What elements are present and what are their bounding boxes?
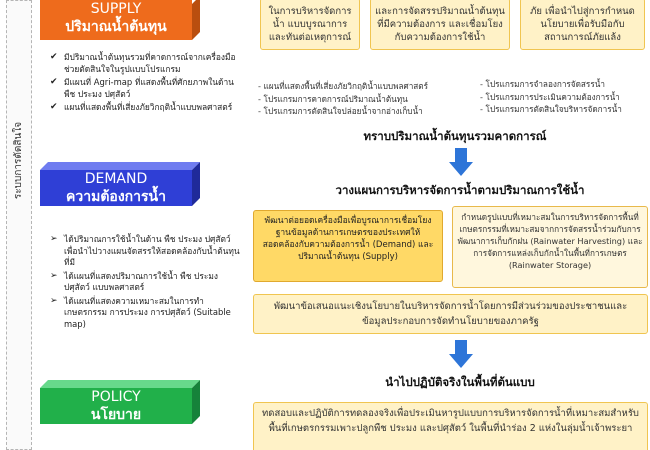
demand-box: DEMAND ความต้องการน้ำ bbox=[40, 162, 200, 206]
list-item: - โปรแกรมการตัดสินใจบริหารจัดการน้ำ bbox=[480, 104, 622, 114]
list-item: ➢ได้แผนที่แสดงความเหมาะสมในการทำเกษตรกรร… bbox=[50, 295, 231, 329]
list-item: ✔แผนที่แสดงพื้นที่เสี่ยงภัยวิกฤติน้ำแบบพ… bbox=[50, 102, 233, 112]
tools-list-right: - โปรแกรมการจำลองการจัดสรรน้ำ - โปรแกรมก… bbox=[480, 78, 645, 116]
list-item: ➢ได้ปริมาณการใช้น้ำในด้าน พืช ประมง ปศุส… bbox=[50, 234, 240, 267]
list-item: - โปรแกรมการคาดการณ์ปริมาณน้ำต้นทุน bbox=[258, 93, 408, 104]
policy-title-th: นโยบาย bbox=[90, 407, 142, 423]
down-arrow-icon bbox=[449, 340, 473, 368]
supply-side bbox=[192, 0, 200, 40]
side-label: ระบบการตัดสินใจ bbox=[13, 121, 25, 199]
check-icon: ✔ bbox=[50, 77, 58, 87]
mid-box-right: กำหนดรูปแบบที่เหมาะสมในการบริหารจัดการพื… bbox=[452, 206, 648, 288]
supply-title-th: ปริมาณน้ำต้นทุน bbox=[65, 19, 167, 35]
heading-supply-forecast: ทราบปริมาณน้ำต้นทุนรวมคาดการณ์ bbox=[363, 129, 547, 143]
side-column bbox=[6, 0, 32, 450]
tools-list-left: - แผนที่แสดงพื้นที่เสี่ยงภัยวิกฤติน้ำแบบ… bbox=[258, 80, 468, 118]
check-icon: ✔ bbox=[50, 102, 58, 112]
demand-side bbox=[192, 162, 200, 206]
check-icon: ✔ bbox=[50, 52, 58, 62]
down-arrow-icon bbox=[449, 148, 473, 176]
policy-title-en: POLICY bbox=[91, 389, 141, 405]
supply-box: SUPPLY ปริมาณน้ำต้นทุน bbox=[40, 0, 200, 44]
demand-title-en: DEMAND bbox=[84, 171, 148, 187]
arrow-bullet-icon: ➢ bbox=[50, 270, 58, 281]
heading-pilot-implementation: นำไปปฏิบัติจริงในพื้นที่ต้นแบบ bbox=[385, 375, 535, 389]
policy-recommendation-box: พัฒนาข้อเสนอแนะเชิงนโยบายในบริหารจัดการน… bbox=[253, 294, 648, 334]
policy-box: POLICY นโยบาย bbox=[40, 380, 200, 424]
heading-water-planning: วางแผนการบริหารจัดการน้ำตามปริมาณการใช้น… bbox=[335, 183, 585, 197]
list-item: ✔มีแผนที่ Agri-map ที่แสดงพื้นที่ศักยภาพ… bbox=[50, 77, 234, 99]
list-item: - โปรแกรมการตัดสินใจปล่อยน้ำจากอ่างเก็บน… bbox=[258, 106, 423, 116]
top-box-2: และการจัดสรรปริมาณน้ำต้นทุนที่มีความต้อง… bbox=[370, 0, 510, 50]
policy-top bbox=[40, 380, 200, 388]
list-item: ✔มีปริมาณน้ำต้นทุนรวมที่คาดการณ์จากเครื่… bbox=[50, 52, 236, 74]
supply-bullets: ✔มีปริมาณน้ำต้นทุนรวมที่คาดการณ์จากเครื่… bbox=[50, 52, 236, 116]
policy-face: POLICY นโยบาย bbox=[40, 388, 192, 424]
list-item: - แผนที่แสดงพื้นที่เสี่ยงภัยวิกฤติน้ำแบบ… bbox=[258, 81, 429, 91]
top-box-3: ภัย เพื่อนำไปสู่การกำหนดนโยบายเพื่อรับมื… bbox=[520, 0, 645, 50]
demand-face: DEMAND ความต้องการน้ำ bbox=[40, 170, 192, 206]
list-item: ➢ได้แผนที่แสดงปริมาณการใช้น้ำ พืช ประมง … bbox=[50, 270, 218, 293]
mid-box-left: พัฒนาต่อยอดเครื่องมือเพื่อบูรณาการเชื่อม… bbox=[253, 210, 443, 282]
arrow-bullet-icon: ➢ bbox=[50, 234, 58, 244]
demand-bullets: ➢ได้ปริมาณการใช้น้ำในด้าน พืช ประมง ปศุส… bbox=[50, 234, 240, 332]
list-item: - โปรแกรมการจำลองการจัดสรรน้ำ bbox=[480, 79, 605, 89]
top-box-1: ในการบริหารจัดการน้ำ แบบบูรณาการและทันต่… bbox=[260, 0, 360, 50]
demand-title-th: ความต้องการน้ำ bbox=[66, 189, 166, 205]
list-item: - โปรแกรมการประเมินความต้องการน้ำ bbox=[480, 91, 620, 102]
supply-title-en: SUPPLY bbox=[90, 1, 142, 17]
pilot-test-box: ทดสอบและปฏิบัติการทดลองจริงเพื่อประเมินห… bbox=[253, 402, 648, 450]
supply-face: SUPPLY ปริมาณน้ำต้นทุน bbox=[40, 0, 192, 40]
arrow-bullet-icon: ➢ bbox=[50, 295, 58, 306]
demand-top bbox=[40, 162, 200, 170]
policy-side bbox=[192, 380, 200, 424]
